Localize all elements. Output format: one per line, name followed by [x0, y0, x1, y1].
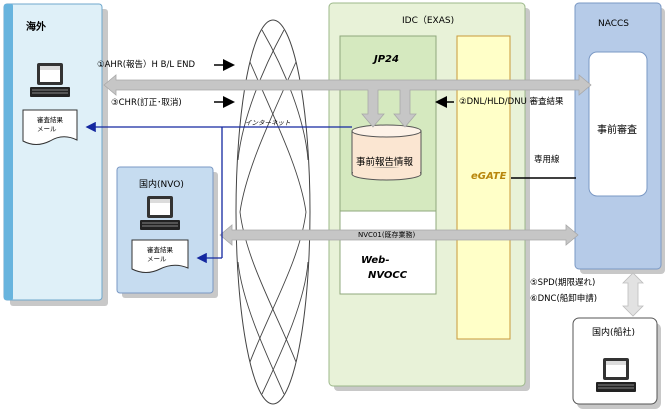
naccs-panel — [574, 2, 665, 274]
overseas-mail-document-icon — [22, 109, 78, 145]
ahr-flow-label: ①AHR(報告）H B/L END — [97, 60, 196, 70]
overseas-mail-line2: メール — [37, 125, 57, 133]
overseas-computer-icon — [30, 63, 70, 97]
overseas-panel — [3, 3, 108, 306]
nvo-computer-icon — [140, 196, 180, 230]
dnl-flow-label: ②DNL/HLD/DNU 審査結果 — [459, 97, 564, 107]
small-black-arrows — [214, 59, 454, 108]
chr-flow-label: ③CHR(訂正･取消) — [111, 98, 182, 108]
ahr-wide-arrow — [103, 74, 592, 128]
overseas-title: 海外 — [26, 22, 46, 33]
nvo-mail-document-icon — [131, 239, 189, 273]
nvo-title: 国内(NVO) — [139, 180, 184, 190]
overseas-mail-line1: 審査結果 — [37, 116, 63, 124]
dnc-flow-label: ⑥DNC(船卸申請) — [530, 294, 598, 304]
carrier-link-arrow — [622, 272, 644, 317]
dedicated-line-label: 専用線 — [534, 155, 560, 165]
mail-blue-lines — [85, 121, 352, 264]
prior-review-label: 事前審査 — [597, 125, 637, 136]
jp24-panel — [339, 35, 437, 212]
idc-title: IDC（EXAS) — [402, 16, 455, 26]
nvo-mail-line2: メール — [147, 255, 167, 263]
prior-report-info-label: 事前報告情報 — [356, 157, 414, 168]
webnvocc-title-line1: Web- — [361, 255, 390, 266]
egate-title: eGATE — [471, 171, 507, 182]
webnvocc-title-line2: NVOCC — [368, 270, 408, 281]
internet-cloud — [235, 19, 311, 405]
jp24-title: JP24 — [374, 54, 399, 65]
nvc01-label: NVC01(既存業務) — [358, 231, 416, 239]
naccs-title: NACCS — [598, 19, 630, 29]
spd-flow-label: ⑤SPD(期限遅れ) — [530, 278, 596, 288]
prior-report-database — [351, 124, 422, 181]
carrier-title: 国内(船社) — [592, 328, 636, 338]
webnvocc-panel — [339, 210, 437, 295]
internet-label: インターネット — [245, 119, 291, 127]
carrier-computer-icon — [596, 358, 636, 392]
nvo-mail-line1: 審査結果 — [147, 246, 173, 254]
nvc01-wide-arrow — [219, 224, 579, 246]
